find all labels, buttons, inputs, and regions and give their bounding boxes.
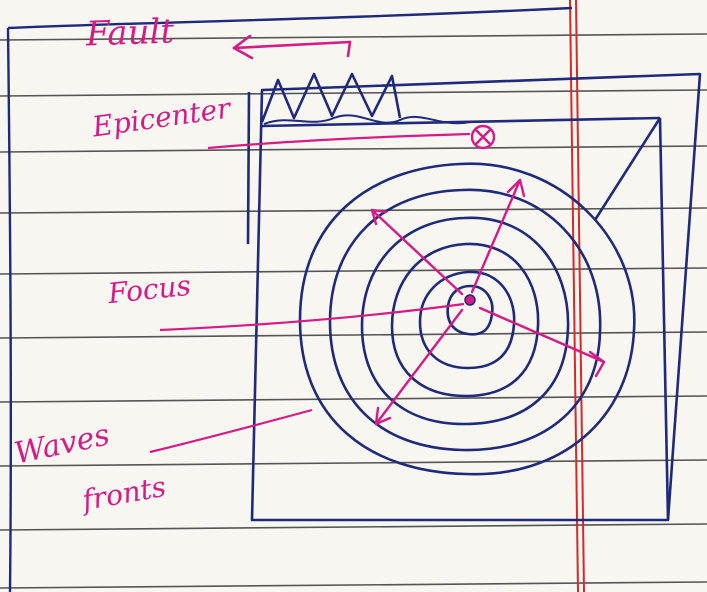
epicenter-marker	[472, 126, 494, 148]
focus-point	[465, 295, 475, 305]
fault-label: Fault	[85, 14, 174, 51]
fault-zigzag	[262, 74, 400, 122]
focus-label: Focus	[107, 272, 192, 309]
epicenter-leader-line	[208, 134, 470, 148]
wave-front-4	[330, 190, 600, 450]
focus-leader-line	[160, 304, 464, 330]
waves-leader-line	[150, 410, 312, 452]
margin-line	[570, 0, 584, 592]
arrow-down-right	[480, 308, 604, 362]
fault-arrow	[234, 36, 350, 58]
radiating-arrows	[372, 180, 604, 424]
arrow-up-left	[372, 210, 462, 294]
arrow-up-right	[472, 180, 520, 292]
